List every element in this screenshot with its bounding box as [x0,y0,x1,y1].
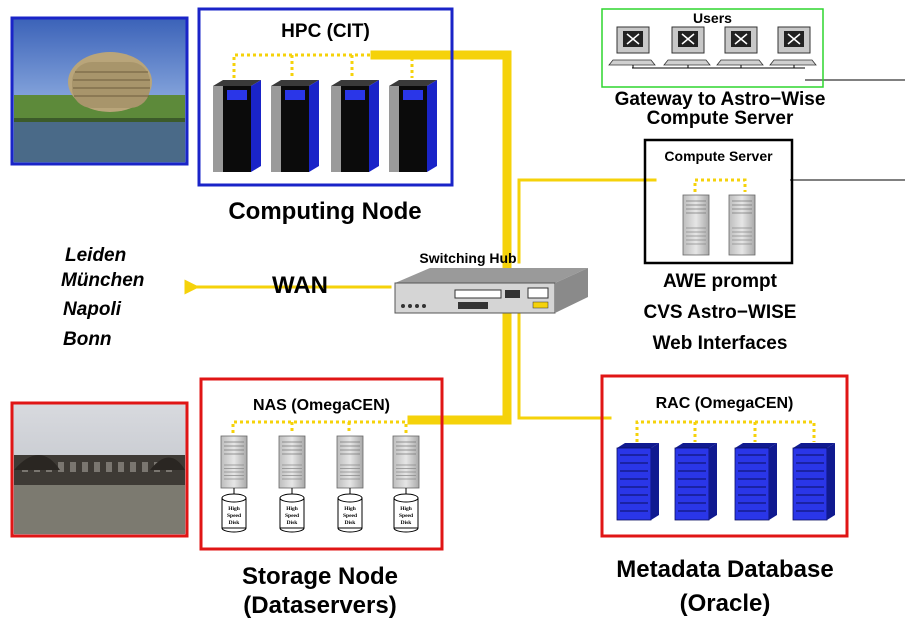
disk-label-text: High [228,506,240,512]
computing-node-caption: Computing Node [228,198,422,225]
disk-label-text: Disk [345,520,357,526]
nas-dotted-bus [231,420,408,433]
metadata-caption-line2: (Oracle) [679,590,771,617]
switching-hub-device [394,268,588,314]
compute-server-box [643,138,794,265]
rac-box [600,374,849,538]
wan-label: WAN [272,272,328,299]
disk-label-text: Speed [285,513,299,519]
rac-title: RAC (OmegaCEN) [655,395,794,412]
wan-site-napoli: Napoli [63,299,122,320]
wan-site-munchen: München [61,270,145,291]
user-terminal [608,26,656,68]
link-hub-to-rac [517,303,612,420]
link-hpc-to-hub [370,50,512,270]
users-box [601,8,824,88]
disk-label-text: High [286,506,298,512]
storage-node-caption-line1: Storage Node [241,563,399,590]
metadata-caption-line1: Metadata Database [616,556,834,583]
hpc-racks [213,80,437,172]
nas-box [199,377,444,551]
disk-label-text: High [344,506,356,512]
user-terminals [608,26,817,68]
network-links [184,50,657,425]
hpc-dotted-bus [232,53,414,78]
switching-hub-label: Switching Hub [419,250,517,266]
compute-server-title: Compute Server [664,148,773,164]
link-hub-to-nas [407,300,512,425]
wan-site-bonn: Bonn [63,329,112,350]
rac-rack [674,443,717,521]
rac-rack [734,443,777,521]
hpc-rack [213,80,261,172]
rac-dotted-bus [635,420,816,442]
compute-line-awe-prompt: AWE prompt [663,271,777,292]
photo-computing-site [10,16,189,166]
rac-rack [792,443,835,521]
compute-dotted-bus [693,178,747,192]
link-hub-to-compute [517,178,657,264]
compute-line-web: Web Interfaces [652,333,788,354]
hpc-rack [331,80,379,172]
hpc-title: HPC (CIT) [281,21,370,42]
gateway-caption-line2: Compute Server [646,108,794,129]
disk-label-text: Disk [287,520,299,526]
compute-line-cvs: CVS Astro−WISE [643,302,797,323]
hpc-rack [389,80,437,172]
rac-rack [616,443,659,521]
gateway-caption-line1: Gateway to Astro−Wise [614,89,826,110]
hpc-rack [271,80,319,172]
user-terminal [769,26,817,68]
compute-servers [682,194,756,256]
compute-server-tower [682,194,710,256]
nas-servers: HighSpeedDiskHighSpeedDiskHighSpeedDiskH… [220,435,420,533]
disk-label-text: High [400,506,412,512]
storage-node-caption-line2: (Dataservers) [243,592,397,619]
disk-label-text: Speed [227,513,241,519]
users-title: Users [693,10,732,26]
hpc-box [197,7,454,187]
disk-label-text: Speed [399,513,413,519]
user-terminal [663,26,711,68]
user-terminal [716,26,764,68]
photo-storage-site [10,401,189,538]
rac-racks [616,443,835,521]
compute-server-tower [728,194,756,256]
disk-label-text: Disk [229,520,241,526]
disk-label-text: Speed [343,513,357,519]
disk-label-text: Disk [401,520,413,526]
wan-site-leiden: Leiden [65,245,127,266]
nas-title: NAS (OmegaCEN) [253,397,390,414]
